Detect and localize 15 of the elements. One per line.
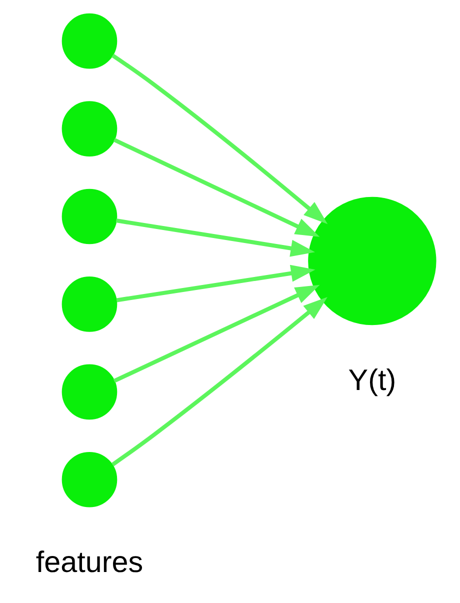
arrow (110, 297, 327, 466)
node-circle (61, 276, 117, 332)
node-circle (61, 452, 117, 508)
node-circle (308, 196, 436, 326)
node-circle (61, 364, 117, 420)
arrow (115, 218, 315, 257)
label: features (35, 546, 143, 580)
arrow (112, 138, 320, 237)
arrow (112, 284, 320, 383)
node-circle (61, 13, 117, 69)
arrow (111, 54, 328, 224)
arrow (116, 264, 315, 302)
node-label: Y(t) (348, 364, 396, 398)
node-circle (61, 101, 117, 156)
node-circle (61, 188, 117, 244)
